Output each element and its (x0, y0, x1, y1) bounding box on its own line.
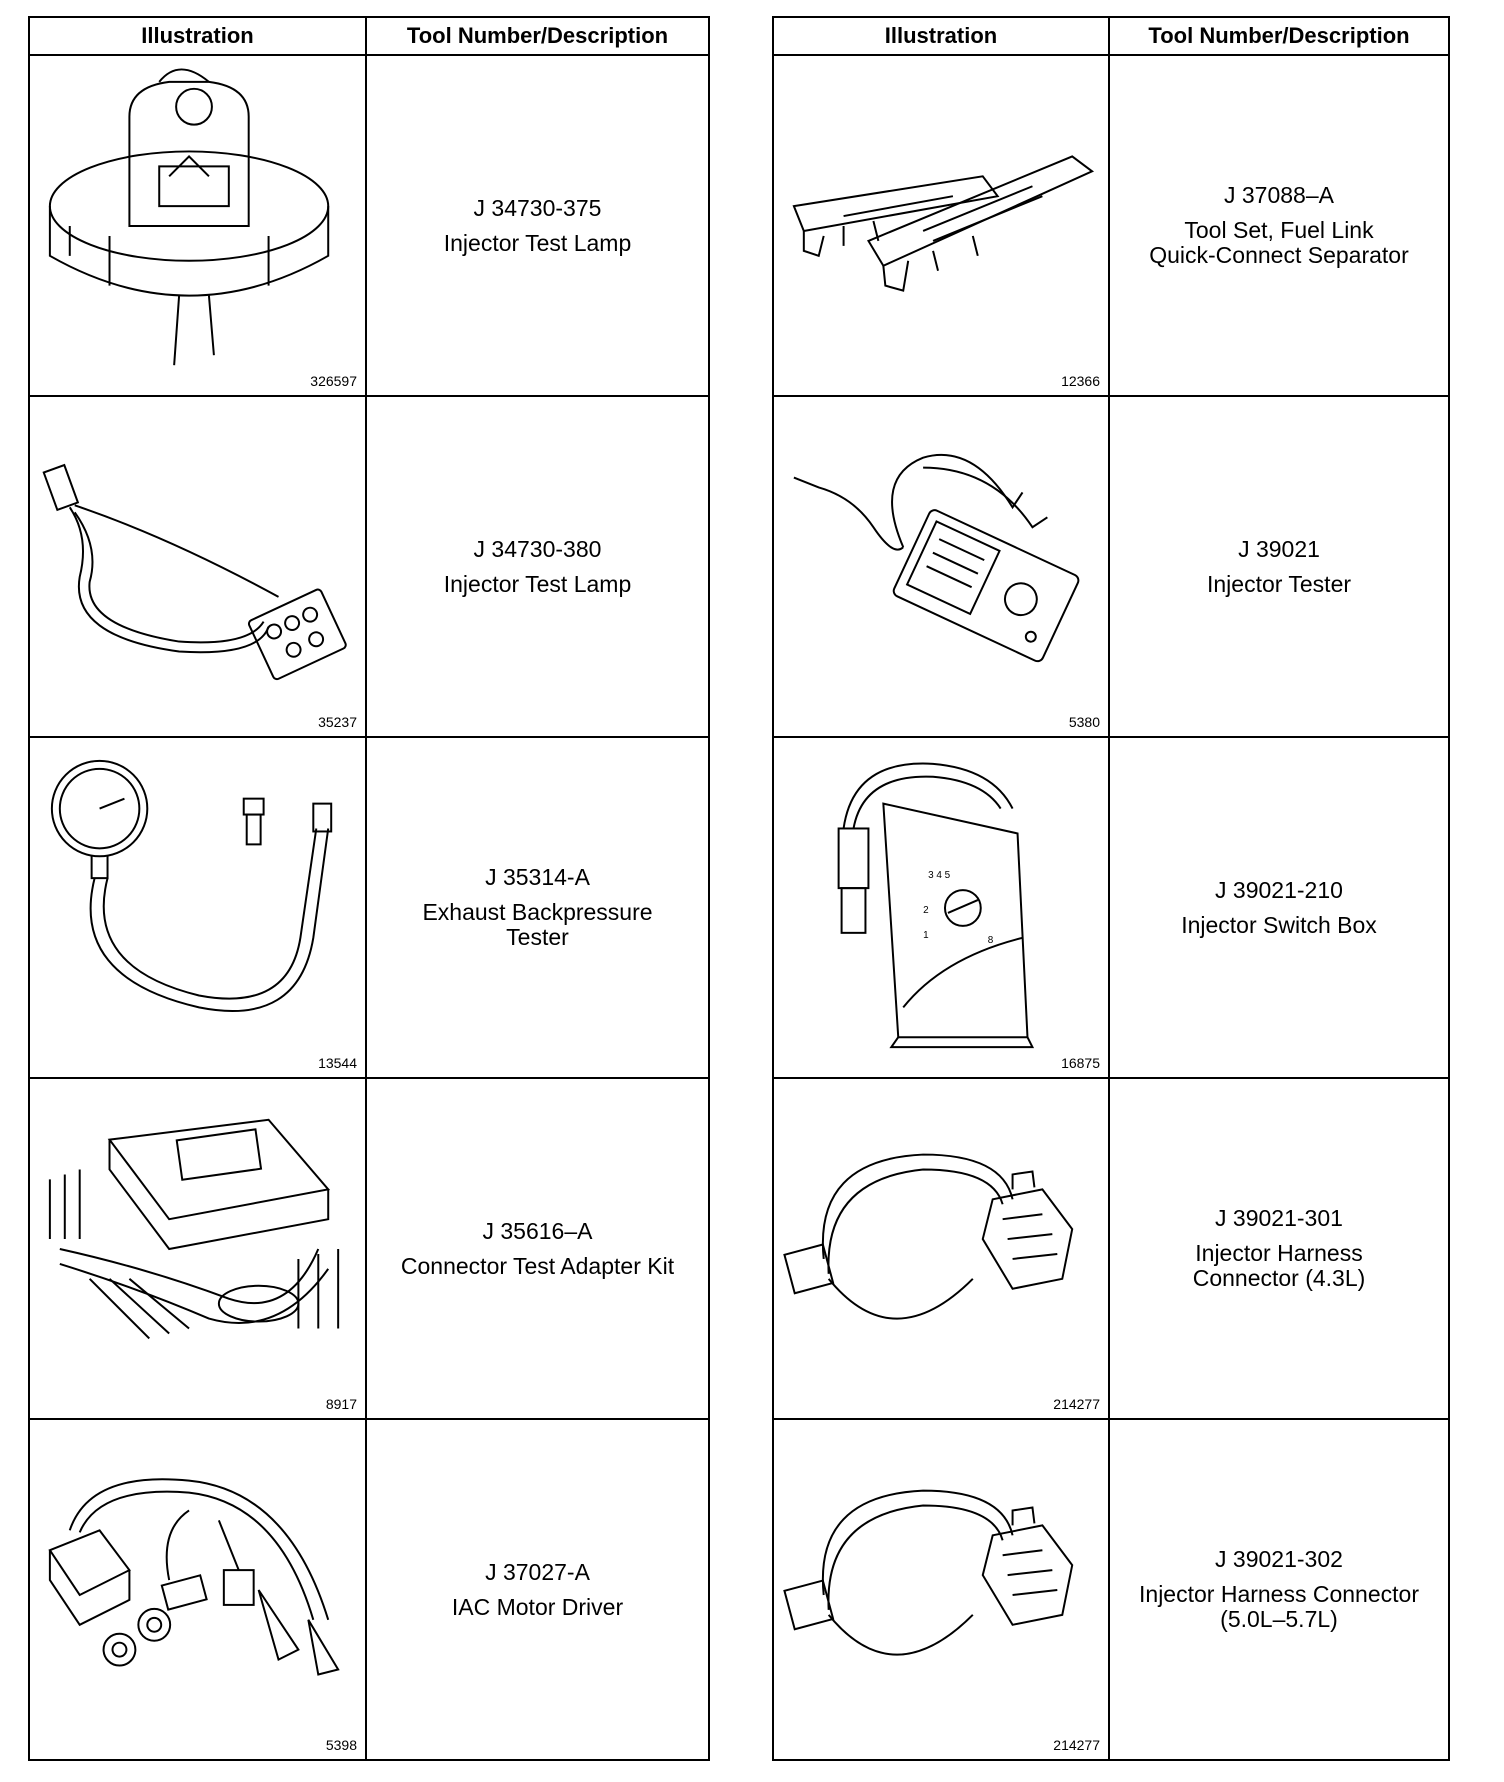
table-row: 326597 J 34730-375 Injector Test Lamp (28, 54, 710, 397)
illustration-cell: 13544 (28, 736, 367, 1079)
figure-number: 5398 (325, 1737, 357, 1753)
tool-number: J 35314-A (485, 864, 590, 890)
svg-text:1: 1 (923, 930, 929, 941)
tool-number: J 37027-A (485, 1558, 590, 1585)
tool-description: Injector Harness Connector (4.3L) (1192, 1240, 1366, 1291)
switch-box-icon: 3 4 5 2 1 8 (837, 762, 1035, 1049)
table-row: 214277 J 39021-301 Injector Harness Conn… (772, 1077, 1450, 1420)
figure-number: 13544 (318, 1055, 357, 1071)
tool-description: Injector Test Lamp (443, 229, 632, 256)
table-row: 8917 J 35616–A Connector Test Adapter Ki… (28, 1077, 710, 1420)
figure-number: 35237 (318, 714, 357, 730)
tool-description-cell: J 34730-375 Injector Test Lamp (365, 54, 710, 397)
tool-description: Tool Set, Fuel Link Quick-Connect Separa… (1149, 217, 1409, 268)
figure-number: 16875 (1061, 1055, 1100, 1071)
header-illustration: Illustration (772, 16, 1110, 56)
tool-description-cell: J 39021-210 Injector Switch Box (1108, 736, 1450, 1079)
harness-connector-icon (783, 1489, 1074, 1656)
tool-description: IAC Motor Driver (451, 1593, 624, 1620)
test-lamp-icon (48, 68, 330, 366)
illustration-cell: 12366 (772, 54, 1110, 397)
figure-number: 5380 (1068, 714, 1100, 730)
tool-table-left: Illustration Tool Number/Description 326… (28, 16, 710, 1761)
tool-description-cell: J 39021-302 Injector Harness Connector (… (1108, 1418, 1450, 1761)
tool-number: J 39021-301 (1215, 1205, 1343, 1231)
tool-description-cell: J 39021-301 Injector Harness Connector (… (1108, 1077, 1450, 1420)
tool-description: Injector Tester (1206, 570, 1352, 597)
tool-number: J 34730-375 (473, 194, 602, 221)
table-row: 12366 J 37088–A Tool Set, Fuel Link Quic… (772, 54, 1450, 397)
figure-number: 12366 (1061, 373, 1100, 389)
tool-description-cell: J 35314-A Exhaust Backpressure Tester (365, 736, 710, 1079)
header-tool: Tool Number/Description (365, 16, 710, 56)
tool-number: J 34730-380 (473, 535, 602, 562)
table-row: 13544 J 35314-A Exhaust Backpressure Tes… (28, 736, 710, 1079)
tool-description-cell: J 34730-380 Injector Test Lamp (365, 395, 710, 738)
tool-description: Exhaust Backpressure Tester (422, 899, 653, 950)
pressure-gauge-icon (50, 759, 333, 1012)
tool-description: Injector Switch Box (1181, 911, 1377, 938)
header-tool: Tool Number/Description (1108, 16, 1450, 56)
svg-text:2: 2 (923, 905, 929, 916)
table-row: 35237 J 34730-380 Injector Test Lamp (28, 395, 710, 738)
injector-tester-icon (793, 453, 1080, 663)
illustration-cell: 326597 (28, 54, 367, 397)
tool-description-cell: J 37027-A IAC Motor Driver (365, 1418, 710, 1761)
table-row: 5398 J 37027-A IAC Motor Driver (28, 1418, 710, 1761)
illustration-cell: 5380 (772, 395, 1110, 738)
test-lamp-cable-icon (42, 463, 347, 681)
figure-number: 8917 (325, 1396, 357, 1412)
header-row: Illustration Tool Number/Description (772, 16, 1450, 56)
table-row: 3 4 5 2 1 8 16875 J 39021-210 Injector S… (772, 736, 1450, 1079)
table-row: 5380 J 39021 Injector Tester (772, 395, 1450, 738)
illustration-cell: 214277 (772, 1418, 1110, 1761)
tool-description-cell: J 37088–A Tool Set, Fuel Link Quick-Conn… (1108, 54, 1450, 397)
tool-description: Connector Test Adapter Kit (400, 1252, 675, 1279)
adapter-kit-icon (48, 1118, 340, 1340)
tool-description: Injector Harness Connector (5.0L–5.7L) (1139, 1581, 1419, 1632)
illustration-cell: 3 4 5 2 1 8 16875 (772, 736, 1110, 1079)
tool-number: J 39021 (1238, 535, 1320, 562)
illustration-cell: 5398 (28, 1418, 367, 1761)
svg-text:3 4 5: 3 4 5 (928, 870, 951, 881)
tool-number: J 39021-210 (1215, 876, 1343, 903)
illustration-cell: 8917 (28, 1077, 367, 1420)
tool-description-cell: J 35616–A Connector Test Adapter Kit (365, 1077, 710, 1420)
figure-number: 214277 (1053, 1737, 1100, 1753)
tool-number: J 39021-302 (1215, 1546, 1343, 1572)
illustration-cell: 214277 (772, 1077, 1110, 1420)
harness-connector-icon (783, 1153, 1074, 1320)
motor-driver-icon (48, 1478, 340, 1676)
table-row: 214277 J 39021-302 Injector Harness Conn… (772, 1418, 1450, 1761)
tool-table-right: Illustration Tool Number/Description 123… (772, 16, 1450, 1761)
tool-description: Injector Test Lamp (443, 570, 632, 597)
tool-number: J 37088–A (1224, 182, 1334, 208)
svg-text:8: 8 (988, 935, 994, 946)
figure-number: 214277 (1053, 1396, 1100, 1412)
figure-number: 326597 (310, 373, 357, 389)
header-illustration: Illustration (28, 16, 367, 56)
illustration-cell: 35237 (28, 395, 367, 738)
tool-number: J 35616–A (482, 1217, 593, 1244)
separator-tool-icon (792, 155, 1095, 292)
header-row: Illustration Tool Number/Description (28, 16, 710, 56)
tool-description-cell: J 39021 Injector Tester (1108, 395, 1450, 738)
